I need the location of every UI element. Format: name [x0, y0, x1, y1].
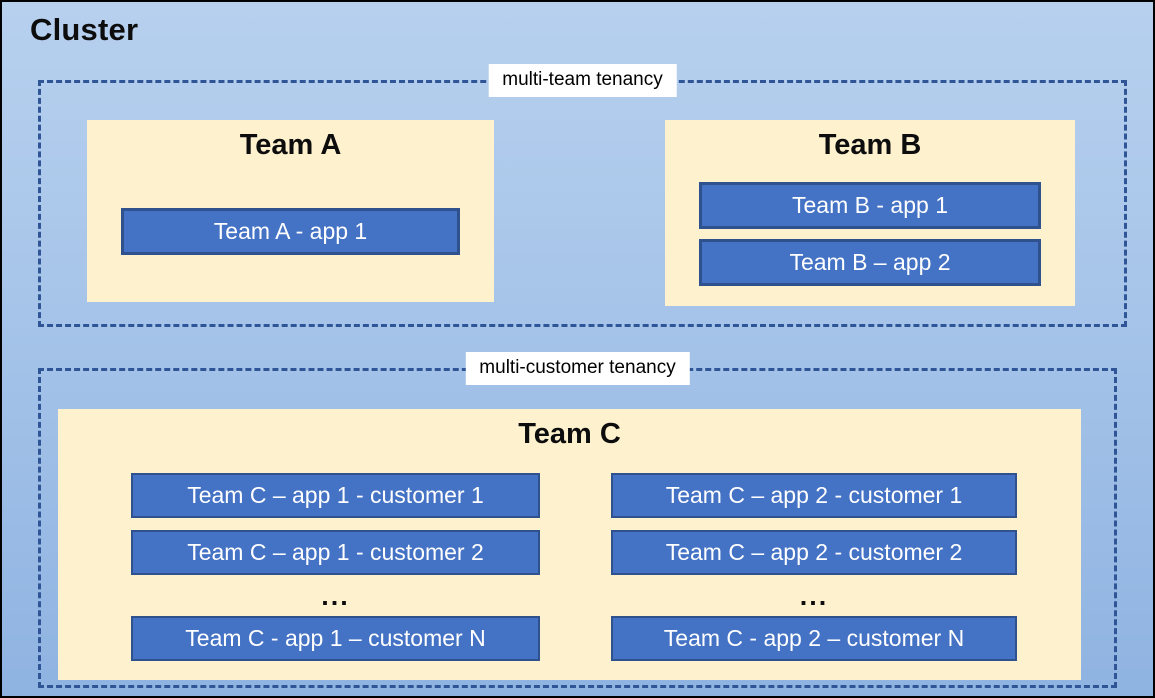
team-b-app-2-box: Team B – app 2 — [699, 239, 1041, 286]
team-c-app2-customer-1-box: Team C – app 2 - customer 1 — [611, 473, 1017, 518]
team-a-app-1-box: Team A - app 1 — [121, 208, 460, 255]
cluster-title: Cluster — [30, 12, 139, 47]
team-b-box: Team B Team B - app 1 Team B – app 2 — [665, 120, 1075, 306]
team-c-app1-customer-1-box: Team C – app 1 - customer 1 — [131, 473, 540, 518]
multi-team-tenancy-zone: multi-team tenancy Team A Team A - app 1… — [38, 64, 1127, 327]
multi-customer-tenancy-label: multi-customer tenancy — [465, 352, 690, 385]
team-c-app1-ellipsis: ... — [321, 580, 350, 611]
team-a-box: Team A Team A - app 1 — [87, 120, 494, 302]
team-c-title: Team C — [518, 418, 621, 450]
team-c-app2-column: Team C – app 2 - customer 1 Team C – app… — [611, 473, 1017, 661]
team-c-box: Team C Team C – app 1 - customer 1 Team … — [58, 409, 1081, 680]
team-a-title: Team A — [239, 129, 342, 161]
team-c-app2-customer-2-box: Team C – app 2 - customer 2 — [611, 530, 1017, 575]
team-c-app2-ellipsis: ... — [799, 580, 829, 611]
multi-team-tenancy-label: multi-team tenancy — [488, 64, 677, 97]
team-c-app1-customer-n-box: Team C - app 1 – customer N — [131, 616, 540, 661]
team-c-app1-column: Team C – app 1 - customer 1 Team C – app… — [131, 473, 540, 661]
team-b-title: Team B — [818, 129, 922, 161]
multi-customer-tenancy-zone: multi-customer tenancy Team C Team C – a… — [38, 352, 1117, 688]
team-c-app1-customer-2-box: Team C – app 1 - customer 2 — [131, 530, 540, 575]
team-c-app2-customer-n-box: Team C - app 2 – customer N — [611, 616, 1017, 661]
team-b-app-1-box: Team B - app 1 — [699, 182, 1041, 229]
